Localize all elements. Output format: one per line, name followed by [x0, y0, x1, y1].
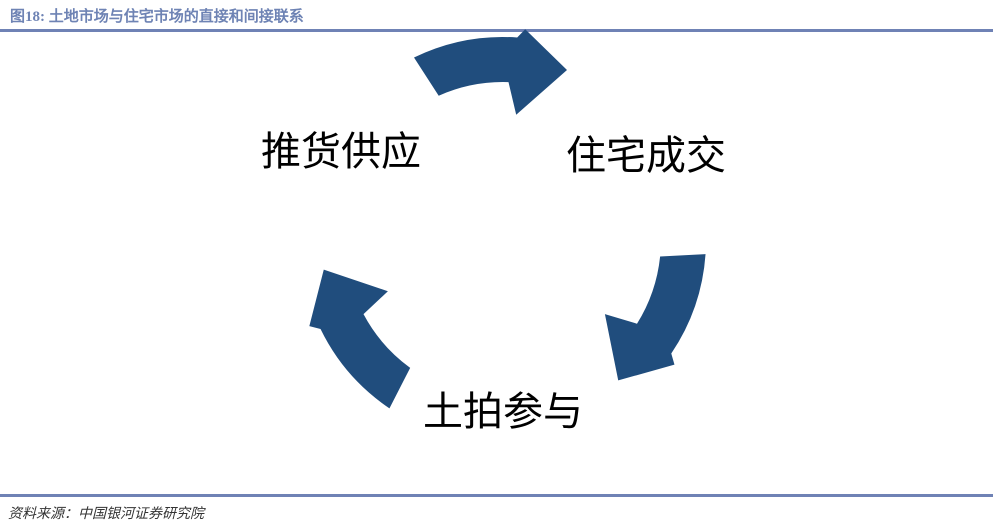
node-label-housing-transactions: 住宅成交 [566, 133, 726, 178]
cycle-arrow-top-right-icon [414, 29, 567, 115]
cycle-arrow-up-icon [288, 247, 439, 423]
node-label-land-auction: 土拍参与 [423, 389, 583, 434]
cycle-diagram: 推货供应 住宅成交 土拍参与 [0, 29, 993, 492]
figure-title: 图18: 土地市场与住宅市场的直接和间接联系 [10, 9, 304, 25]
cycle-arrow-down-left-icon [579, 225, 731, 401]
node-label-supply: 推货供应 [261, 129, 421, 174]
source-note: 资料来源：中国银河证券研究院 [8, 507, 204, 522]
source-divider [0, 494, 993, 497]
title-divider [0, 29, 993, 32]
